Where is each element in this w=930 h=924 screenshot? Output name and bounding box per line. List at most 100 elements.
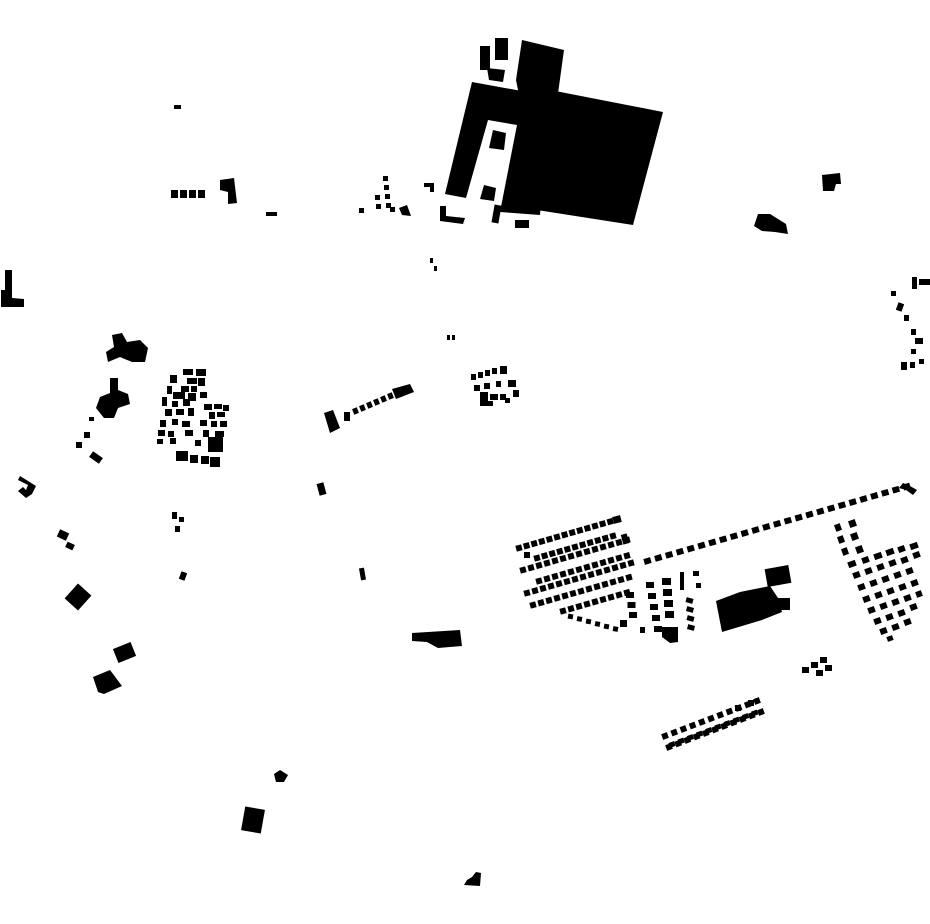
east-small-4 xyxy=(816,670,823,676)
col-f-l xyxy=(662,627,678,643)
col-c-1 xyxy=(662,578,671,585)
block-row-6-9 xyxy=(593,582,601,591)
center-cluster-3 xyxy=(485,370,490,376)
village-building-15 xyxy=(204,404,212,410)
block-row-4-4 xyxy=(559,570,567,578)
block-row-6-10 xyxy=(601,580,609,588)
cluster-c2-2 xyxy=(376,204,381,209)
factory-annex-2 xyxy=(480,46,490,70)
fan-house-10 xyxy=(885,547,895,557)
fan-house-38 xyxy=(879,626,888,636)
block-south-5 xyxy=(603,623,610,630)
fan-house-9 xyxy=(873,551,883,561)
east-chain-9 xyxy=(919,359,924,364)
village-building-25 xyxy=(182,421,190,427)
village-building-39 xyxy=(190,455,198,463)
village-building-3 xyxy=(170,375,177,383)
block-south-6 xyxy=(612,626,619,632)
fan-house-14 xyxy=(864,566,873,576)
block-row-4-6 xyxy=(575,565,583,574)
south-row-2-11 xyxy=(757,708,765,716)
south-row-3-8 xyxy=(732,716,741,724)
block-row-4-5 xyxy=(567,568,575,576)
south-small-1 xyxy=(274,770,288,782)
se-long-row-1 xyxy=(643,557,652,565)
village-building-27 xyxy=(211,421,217,427)
col-b-5 xyxy=(654,626,662,632)
block-row-5-12 xyxy=(611,564,619,572)
se-long-row-16 xyxy=(805,510,814,519)
center-building-small xyxy=(344,412,350,421)
cluster-c-3 xyxy=(385,194,390,199)
west-dot-3 xyxy=(76,442,82,448)
se-long-row-20 xyxy=(848,498,857,506)
fan-house-7 xyxy=(847,559,857,569)
se-long-row-17 xyxy=(816,507,825,516)
village-building-13 xyxy=(172,401,178,407)
fan-house-37 xyxy=(909,602,918,612)
fan-house-41 xyxy=(886,635,894,642)
se-long-row-21 xyxy=(859,495,868,503)
block-row-6-13 xyxy=(625,573,633,582)
block-row-6-6 xyxy=(569,589,577,598)
center-row-4 xyxy=(373,398,380,406)
se-long-row-10 xyxy=(740,529,749,537)
cluster-c-2 xyxy=(384,185,389,190)
center-cluster-1 xyxy=(471,374,476,380)
south-row-3-3 xyxy=(686,734,695,741)
block-row-1-10 xyxy=(583,524,592,532)
west-dot-1 xyxy=(89,417,94,421)
east-chain-b xyxy=(919,279,930,285)
block-row-4-3 xyxy=(551,572,559,581)
village-building-31 xyxy=(185,430,193,436)
village-building-28 xyxy=(220,421,227,427)
west-south-block-1 xyxy=(64,583,92,611)
block-row-2-6 xyxy=(571,543,579,551)
block-row-7-2 xyxy=(567,605,575,613)
col-c-4 xyxy=(665,611,674,618)
village-building-22 xyxy=(217,412,225,417)
village-building-7 xyxy=(191,386,197,392)
block-row-2-10 xyxy=(601,534,610,542)
center-row-3 xyxy=(366,401,373,409)
center-row-6 xyxy=(387,392,394,400)
block-row-6-1 xyxy=(529,601,537,609)
south-row-3-9 xyxy=(741,713,750,720)
block-row-1-13 xyxy=(606,517,614,526)
block-row-5-5 xyxy=(555,580,563,588)
fan-house-32 xyxy=(903,593,912,603)
center-building-big xyxy=(324,410,340,433)
block-row-3-13 xyxy=(615,538,623,547)
east-chain-8 xyxy=(910,362,915,368)
block-row-2-7 xyxy=(578,541,587,549)
block-row-4-8 xyxy=(591,561,599,569)
center-south-1 xyxy=(316,482,327,496)
large-warehouse-east xyxy=(537,88,663,225)
block-row-1-7 xyxy=(560,531,569,539)
se-long-row-12 xyxy=(762,523,771,531)
village-building-26 xyxy=(200,420,207,426)
south-edge xyxy=(464,872,481,886)
west-south-block-3 xyxy=(93,670,122,694)
fan-house-1 xyxy=(833,523,843,532)
fan-house-33 xyxy=(915,590,923,598)
block-row-7-6 xyxy=(599,595,607,604)
block-row-2-11 xyxy=(609,532,617,540)
se-factory xyxy=(716,586,782,632)
block-south-4 xyxy=(594,621,601,627)
east-chain-7 xyxy=(901,362,907,370)
block-row-6-3 xyxy=(545,596,553,605)
south-row-3-1 xyxy=(668,741,676,748)
south-row-3-7 xyxy=(723,720,731,727)
fan-house-19 xyxy=(857,582,866,592)
center-cluster-14 xyxy=(505,398,510,403)
center-cluster-6 xyxy=(474,385,480,391)
village-building-17 xyxy=(223,405,229,411)
block-row-1-8 xyxy=(568,528,576,537)
west-south-2 xyxy=(65,541,75,551)
col-c-3 xyxy=(664,600,673,607)
west-dot-4 xyxy=(89,451,103,464)
block-row-1-11 xyxy=(591,522,599,530)
se-long-row-19 xyxy=(837,501,847,510)
se-long-row-13 xyxy=(772,519,782,528)
